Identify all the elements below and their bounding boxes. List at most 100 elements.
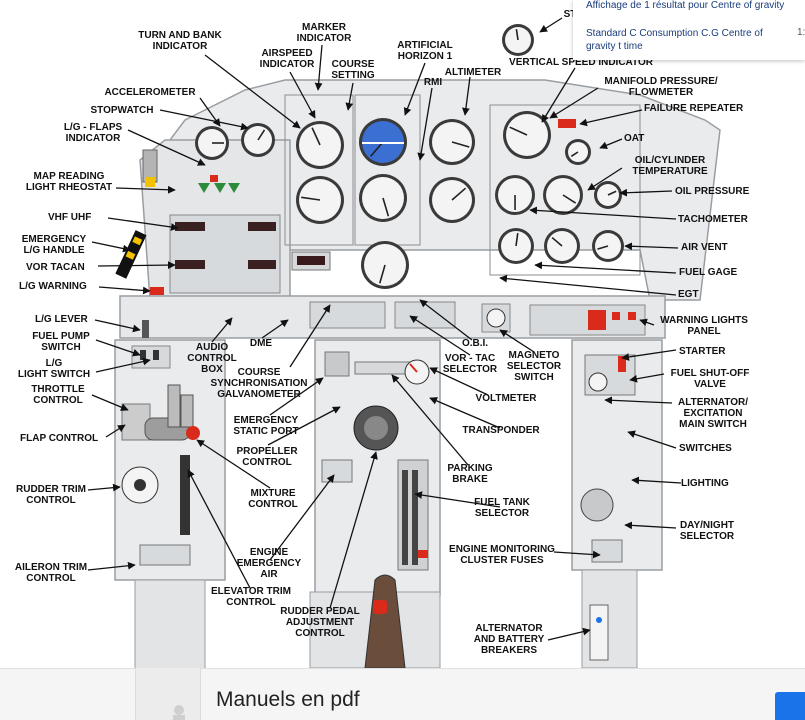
leader-line	[91, 394, 129, 411]
leader-line	[261, 319, 289, 339]
label-transponder: TRANSPONDER	[462, 425, 540, 436]
label-warning-panel: WARNING LIGHTS PANEL	[660, 315, 748, 337]
leader-line	[429, 397, 501, 429]
label-mixture: MIXTURE CONTROL	[248, 488, 298, 510]
leader-line	[187, 469, 251, 589]
label-air-vent: AIR VENT	[681, 242, 728, 253]
left-console-lower	[134, 579, 206, 671]
label-parking: PARKING BRAKE	[447, 463, 493, 485]
label-rudder-pedal: RUDDER PEDAL ADJUSTMENT CONTROL	[280, 606, 360, 639]
leader-line	[419, 299, 473, 341]
leader-line	[534, 261, 677, 274]
leader-line	[267, 406, 341, 446]
leader-line	[403, 62, 426, 116]
bottom-title[interactable]: Manuels en pdf	[216, 688, 360, 711]
label-alt-batt: ALTERNATOR AND BATTERY BREAKERS	[473, 623, 545, 656]
label-marker: MARKER INDICATOR	[296, 22, 352, 44]
leader-line	[94, 319, 141, 333]
label-stopwatch: STOPWATCH	[90, 105, 154, 116]
bottom-thumbnail[interactable]	[135, 668, 201, 720]
leader-line	[289, 304, 331, 368]
leader-line	[414, 491, 501, 508]
gauge-dial	[592, 230, 624, 262]
label-accelerometer: ACCELEROMETER	[104, 87, 196, 98]
leader-line	[211, 317, 233, 343]
gauge-dial	[359, 174, 407, 222]
gauge-dial	[503, 111, 551, 159]
label-vsi: VERTICAL SPEED INDICATOR	[509, 57, 653, 68]
label-emerg-lg: EMERGENCY L/G HANDLE	[21, 234, 87, 256]
leader-line	[269, 474, 335, 561]
leader-line	[553, 550, 601, 559]
leader-line	[95, 339, 141, 357]
label-elevator: ELEVATOR TRIM CONTROL	[211, 586, 291, 608]
leader-line	[289, 71, 316, 119]
leader-line	[627, 430, 677, 449]
label-course-sync: COURSE SYNCHRONISATION GALVANOMETER	[210, 367, 308, 400]
leader-line	[87, 561, 136, 571]
blue-action-button[interactable]	[775, 692, 805, 720]
label-altimeter: ALTIMETER	[444, 67, 502, 78]
misc-parts	[115, 119, 646, 669]
label-day-night: DAY/NIGHT SELECTOR	[679, 520, 735, 542]
leader-line	[391, 374, 469, 466]
leader-line	[624, 242, 679, 251]
label-rudder-trim: RUDDER TRIM CONTROL	[16, 484, 86, 506]
leader-line	[159, 109, 249, 131]
gauge-dial	[544, 228, 580, 264]
label-engine-emerg: ENGINE EMERGENCY AIR	[236, 547, 302, 580]
label-lighting: LIGHTING	[681, 478, 729, 489]
leader-line	[462, 76, 471, 116]
gauge-dial	[543, 175, 583, 215]
label-fuel-gage: FUEL GAGE	[679, 267, 738, 278]
label-vor-tacan: VOR TACAN	[26, 262, 85, 273]
leader-line	[541, 67, 576, 123]
leader-line	[127, 129, 206, 166]
gauge-dial	[296, 121, 344, 169]
gauge-dial	[565, 139, 591, 165]
label-voltmeter: VOLTMETER	[475, 393, 537, 404]
gauge-dial	[495, 175, 535, 215]
label-aileron: AILERON TRIM CONTROL	[14, 562, 88, 584]
search-result-popup[interactable]: Affichage de 1 résultat pour Centre of g…	[573, 0, 805, 60]
label-failure: FAILURE REPEATER	[644, 103, 744, 114]
gauge-dial	[429, 177, 475, 223]
gauge-dial	[498, 228, 534, 264]
label-tacho: TACHOMETER	[678, 214, 748, 225]
label-emerg-static: EMERGENCY STATIC PORT	[233, 415, 299, 437]
leader-line	[196, 439, 271, 489]
popup-result-item[interactable]: Standard C Consumption C.G Centre of gra…	[586, 28, 763, 52]
popup-result-page: 1:	[797, 27, 805, 38]
leader-line	[629, 373, 665, 383]
leader-line	[95, 357, 151, 373]
leader-line	[329, 451, 378, 609]
leader-line	[97, 261, 176, 269]
leader-lines	[87, 17, 682, 641]
leader-line	[91, 241, 131, 253]
leader-line	[639, 318, 655, 327]
leader-line	[115, 185, 176, 194]
label-dme: DME	[249, 338, 273, 349]
leader-line	[529, 206, 677, 220]
leader-line	[539, 17, 563, 33]
leader-line	[599, 138, 623, 149]
label-st: ST	[563, 9, 577, 20]
label-lg-light: L/G LIGHT SWITCH	[17, 358, 91, 380]
leader-line	[547, 627, 591, 641]
leader-line	[549, 87, 599, 119]
leader-line	[624, 521, 677, 530]
label-rmi: RMI	[423, 77, 443, 88]
label-lg-warning: L/G WARNING	[19, 281, 87, 292]
label-switches: SWITCHES	[679, 443, 732, 454]
leader-line	[587, 167, 623, 191]
label-fuel-pump: FUEL PUMP SWITCH	[32, 331, 90, 353]
popup-result-count: Affichage de 1 résultat pour Centre of g…	[586, 0, 785, 11]
label-alternator: ALTERNATOR/ EXCITATION MAIN SWITCH	[678, 397, 748, 430]
thumbnail-icon	[173, 705, 185, 720]
gauge-dial	[195, 126, 229, 160]
label-throttle: THROTTLE CONTROL	[31, 384, 85, 406]
leader-line	[579, 109, 643, 127]
leader-line	[499, 274, 677, 296]
